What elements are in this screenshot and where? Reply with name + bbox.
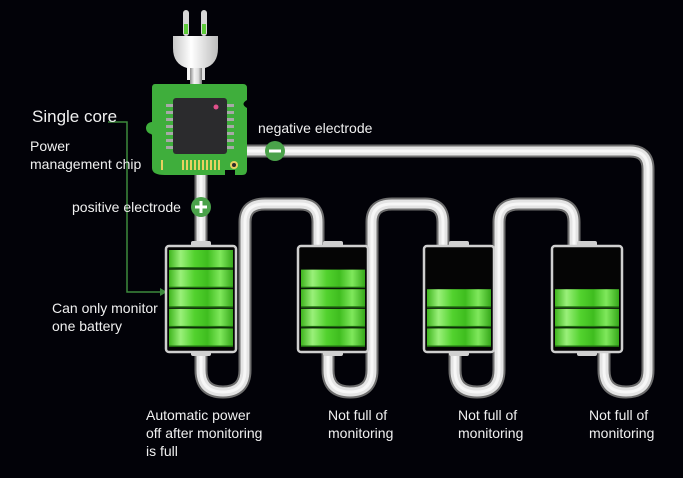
- caption-line: Automatic power: [146, 407, 251, 423]
- battery-cell-divider: [301, 345, 365, 347]
- plus-badge-icon: [191, 197, 211, 217]
- battery-caption: Not full of monitoring: [328, 406, 393, 442]
- battery-cell: [301, 308, 365, 327]
- single-core-label: Single core: [32, 107, 118, 126]
- battery-cell: [555, 308, 619, 327]
- caption-line: Not full of: [458, 407, 518, 423]
- battery-caption: Automatic power off after monitoring is …: [146, 406, 262, 460]
- battery-3: [422, 241, 496, 356]
- battery-cell-divider: [301, 325, 365, 328]
- wire-pipe-highlight: [453, 202, 576, 394]
- caption-line: monitoring: [589, 425, 655, 441]
- leader-arrow-icon: [160, 288, 167, 296]
- battery-cell-divider: [555, 325, 619, 328]
- battery-cell: [427, 289, 491, 308]
- wire-pipe-highlight: [245, 149, 650, 394]
- battery-cell: [169, 328, 233, 347]
- battery-group: [164, 241, 624, 356]
- caption-line: off after monitoring: [146, 425, 263, 441]
- wire-pipe-highlight: [326, 202, 445, 394]
- battery-1: [164, 241, 238, 356]
- battery-cell-divider: [427, 306, 491, 308]
- battery-2: [296, 241, 370, 356]
- leader-line: [108, 121, 160, 293]
- battery-cell-divider: [169, 306, 233, 308]
- monitor-label-line1: Can only monitor: [52, 300, 158, 316]
- battery-4: [550, 241, 624, 356]
- power-plug-icon: [173, 10, 218, 86]
- positive-electrode-label: positive electrode: [72, 199, 181, 215]
- battery-cell-divider: [427, 325, 491, 328]
- battery-cell: [555, 328, 619, 347]
- chip-label-line2: management chip: [30, 156, 142, 172]
- battery-bottom-terminal: [577, 351, 597, 356]
- chip-label-line1: Power: [30, 138, 70, 154]
- battery-bottom-terminal: [191, 351, 211, 356]
- battery-cell: [427, 328, 491, 347]
- battery-cell: [427, 308, 491, 327]
- caption-line: Not full of: [328, 407, 388, 423]
- battery-caption: Not full of monitoring: [458, 406, 523, 442]
- battery-cell-divider: [301, 306, 365, 308]
- battery-cell-divider: [169, 286, 233, 289]
- negative-electrode-label: negative electrode: [258, 120, 373, 136]
- caption-line: is full: [146, 443, 178, 459]
- battery-cell-divider: [555, 306, 619, 308]
- minus-badge-icon: [265, 141, 285, 161]
- battery-cell-divider: [301, 286, 365, 289]
- wire-pipe-highlight: [199, 202, 320, 394]
- battery-cell: [169, 269, 233, 288]
- battery-cell: [169, 250, 233, 269]
- battery-caption: Not full of monitoring: [589, 406, 654, 442]
- battery-cell-divider: [169, 325, 233, 328]
- caption-line: monitoring: [458, 425, 524, 441]
- battery-cell-divider: [169, 345, 233, 347]
- battery-cell-divider: [169, 267, 233, 269]
- wire-pipes: [194, 144, 655, 399]
- battery-bottom-terminal: [449, 351, 469, 356]
- battery-cell: [301, 328, 365, 347]
- caption-line: Not full of: [589, 407, 649, 423]
- battery-cell: [169, 308, 233, 327]
- caption-line: monitoring: [328, 425, 394, 441]
- monitor-label-line2: one battery: [52, 318, 123, 334]
- battery-cell: [301, 269, 365, 288]
- battery-cell-divider: [555, 345, 619, 347]
- battery-cell: [555, 289, 619, 308]
- battery-bottom-terminal: [323, 351, 343, 356]
- ic-chip-icon: [146, 84, 247, 175]
- battery-cell-divider: [427, 345, 491, 347]
- battery-cell: [301, 289, 365, 308]
- battery-cell: [169, 289, 233, 308]
